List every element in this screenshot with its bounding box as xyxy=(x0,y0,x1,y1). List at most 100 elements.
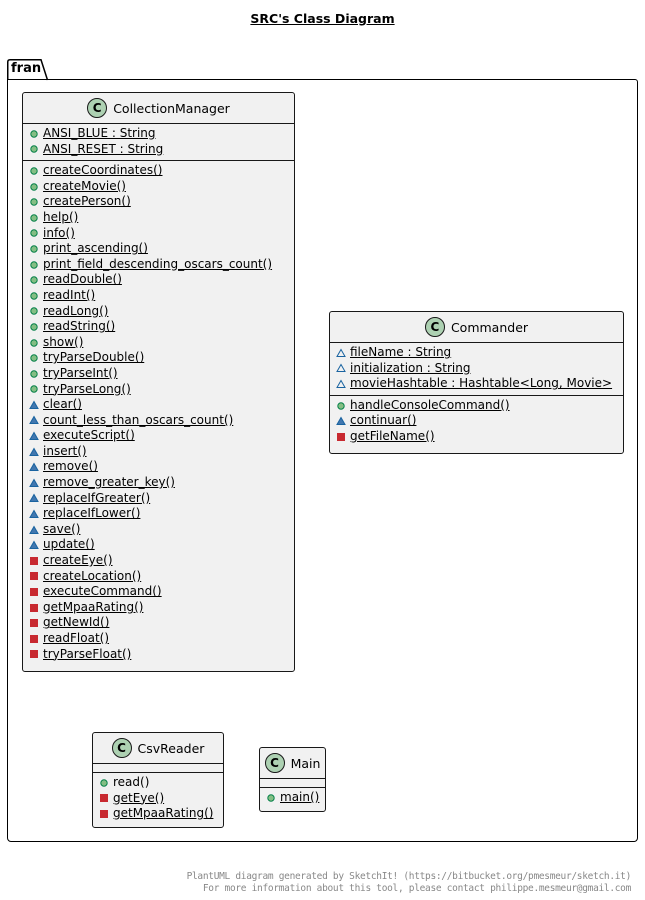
method-text: tryParseInt() xyxy=(43,365,118,380)
public-visibility-icon xyxy=(29,368,41,380)
method-text: replaceIfGreater() xyxy=(43,490,151,505)
package-visibility-icon xyxy=(29,430,41,442)
diagram-title: SRC's Class Diagram xyxy=(250,11,395,26)
method-try-parse-int: tryParseInt() xyxy=(23,366,294,382)
method-section: main() xyxy=(260,788,325,809)
method-section: handleConsoleCommand()continuar()getFile… xyxy=(330,396,623,448)
field-ansi-blue: ANSI_BLUE : String xyxy=(23,126,294,142)
method-text: readInt() xyxy=(43,287,96,302)
method-text: replaceIfLower() xyxy=(43,506,141,521)
class-name: Main xyxy=(290,755,321,771)
method-remove-greater-key: remove_greater_key() xyxy=(23,475,294,491)
package-visibility-icon xyxy=(29,492,41,504)
method-read-float: readFloat() xyxy=(23,631,294,647)
method-text: tryParseDouble() xyxy=(43,350,145,365)
method-separator xyxy=(93,772,223,773)
method-continuar: continuar() xyxy=(330,413,623,429)
class-name: CollectionManager xyxy=(113,100,230,116)
private-visibility-icon xyxy=(29,602,41,614)
method-text: tryParseFloat() xyxy=(43,646,132,661)
public-visibility-icon xyxy=(29,181,41,193)
public-visibility-icon xyxy=(29,290,41,302)
method-read: read() xyxy=(93,775,223,791)
private-visibility-icon xyxy=(29,570,41,582)
public-visibility-icon xyxy=(29,383,41,395)
private-visibility-icon xyxy=(29,586,41,598)
method-read-string: readString() xyxy=(23,319,294,335)
method-get-eye: getEye() xyxy=(93,791,223,807)
method-create-location: createLocation() xyxy=(23,569,294,585)
method-text: help() xyxy=(43,209,79,224)
method-remove: remove() xyxy=(23,459,294,475)
field-file-name: fileName : String xyxy=(330,345,623,361)
public-visibility-icon xyxy=(29,243,41,255)
method-section: read()getEye()getMpaaRating() xyxy=(93,773,223,825)
method-try-parse-long: tryParseLong() xyxy=(23,382,294,398)
method-text: clear() xyxy=(43,397,82,412)
public-visibility-icon xyxy=(266,792,278,804)
field-text: ANSI_BLUE : String xyxy=(43,126,156,140)
method-separator xyxy=(23,160,294,162)
package-visibility-icon xyxy=(336,362,348,374)
method-text: createMovie() xyxy=(43,178,126,193)
method-create-coordinates: createCoordinates() xyxy=(23,163,294,179)
method-handle-console-command: handleConsoleCommand() xyxy=(330,398,623,414)
method-text: getNewId() xyxy=(43,615,110,630)
method-info: info() xyxy=(23,226,294,242)
public-visibility-icon xyxy=(29,337,41,349)
method-show: show() xyxy=(23,335,294,351)
package-visibility-icon xyxy=(336,378,348,390)
method-text: insert() xyxy=(43,443,87,458)
package-visibility-icon xyxy=(29,508,41,520)
method-get-mpaa-rating: getMpaaRating() xyxy=(93,806,223,822)
field-movie-hashtable: movieHashtable : Hashtable<Long, Movie> xyxy=(330,376,623,392)
field-ansi-reset: ANSI_RESET : String xyxy=(23,142,294,158)
method-text: createLocation() xyxy=(43,568,142,583)
method-read-long: readLong() xyxy=(23,304,294,320)
class-name: Commander xyxy=(450,319,529,335)
method-text: handleConsoleCommand() xyxy=(350,397,510,412)
field-text: movieHashtable : Hashtable<Long, Movie> xyxy=(350,376,613,391)
method-create-person: createPerson() xyxy=(23,194,294,210)
field-separator xyxy=(93,763,223,764)
public-visibility-icon xyxy=(29,128,41,140)
method-text: readFloat() xyxy=(43,631,110,645)
method-create-movie: createMovie() xyxy=(23,179,294,195)
method-text: readString() xyxy=(43,319,116,334)
field-text: initialization : String xyxy=(350,360,471,375)
method-text: readLong() xyxy=(43,303,109,318)
package-visibility-icon xyxy=(29,446,41,458)
method-text: update() xyxy=(43,537,95,552)
package-tab xyxy=(7,59,49,81)
method-text: createCoordinates() xyxy=(43,163,163,178)
method-text: getMpaaRating() xyxy=(43,599,144,614)
method-save: save() xyxy=(23,522,294,538)
method-text: readDouble() xyxy=(43,272,122,287)
method-print-ascending: print_ascending() xyxy=(23,241,294,257)
method-create-eye: createEye() xyxy=(23,553,294,569)
method-help: help() xyxy=(23,210,294,226)
method-text: remove_greater_key() xyxy=(43,475,175,490)
method-text: executeScript() xyxy=(43,428,135,443)
public-visibility-icon xyxy=(29,196,41,208)
package-visibility-icon xyxy=(29,539,41,551)
field-separator xyxy=(23,123,294,124)
public-visibility-icon xyxy=(29,227,41,239)
method-update: update() xyxy=(23,537,294,553)
private-visibility-icon xyxy=(336,431,348,443)
package-visibility-icon xyxy=(29,524,41,536)
public-visibility-icon xyxy=(29,352,41,364)
class-name: CsvReader xyxy=(137,740,205,756)
class-header: C Commander xyxy=(330,312,623,342)
class-icon: C xyxy=(424,317,445,337)
package-name: fran xyxy=(11,61,42,76)
method-separator xyxy=(260,787,325,788)
method-get-new-id: getNewId() xyxy=(23,615,294,631)
